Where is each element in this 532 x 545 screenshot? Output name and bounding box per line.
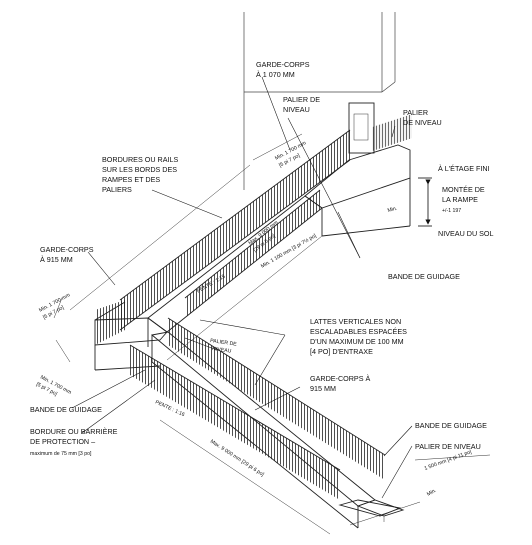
dimension-lines: [53, 133, 491, 535]
label-bordure-l3: maximum de 75 mm [3 po]: [30, 451, 92, 457]
labels: GARDE-CORPS À 1 070 MM PALIER DE NIVEAU …: [30, 60, 494, 457]
label-bande-guidage-bottom: BANDE DE GUIDAGE: [415, 421, 487, 430]
label-bordures-l1: BORDURES OU RAILS: [102, 155, 178, 164]
door: [348, 102, 375, 154]
guardrail-lower-ramp-left: [129, 344, 341, 500]
label-bordures-l4: PALIERS: [102, 185, 132, 194]
label-garde-corps-915-right-l2: 915 MM: [310, 384, 336, 393]
label-garde-corps-1070-l1: GARDE-CORPS: [256, 60, 310, 69]
dim-min-small-bottom: Min.: [426, 488, 437, 498]
label-bordures-l2: SUR LES BORDS DES: [102, 165, 177, 174]
label-lattes-l1: LATTES VERTICALES NON: [310, 317, 401, 326]
label-bande-guidage-right: BANDE DE GUIDAGE: [388, 272, 460, 281]
label-lattes-l2: ESCALADABLES ESPACÉES: [310, 327, 407, 336]
label-garde-corps-915-left-l2: À 915 MM: [40, 255, 73, 264]
label-garde-corps-915-right-l1: GARDE-CORPS À: [310, 374, 371, 383]
label-montee-l1: MONTÉE DE: [442, 185, 485, 194]
label-bordures-l3: RAMPES ET DES: [102, 175, 160, 184]
guardrail-upper-landing: [372, 114, 412, 152]
bottom-landing: [338, 499, 405, 522]
label-palier-right-l1: PALIER: [403, 108, 428, 117]
label-garde-corps-1070-l2: À 1 070 MM: [256, 70, 295, 79]
label-palier-right-l2: DE NIVEAU: [403, 118, 442, 127]
label-montee-l2: LA RAMPE: [442, 195, 478, 204]
leader-lines: [71, 76, 413, 499]
label-palier-bottom: PALIER DE NIVEAU: [415, 442, 481, 451]
building-wall: [243, 12, 396, 190]
label-palier-mid-l1: PALIER DE: [210, 338, 238, 348]
middle-landing: [94, 300, 168, 371]
guardrail-upper-ramp: [119, 129, 351, 331]
dim-1500: 1 500 mm [4 pi 11 po]: [424, 449, 473, 472]
label-lattes-l4: [4 PO] D'ENTRAXE: [310, 347, 373, 356]
label-niveau-sol: NIVEAU DU SOL: [438, 229, 494, 238]
label-bordure-l1: BORDURE OU BARRIÈRE: [30, 427, 118, 436]
label-bordure-l2: DE PROTECTION –: [30, 437, 95, 446]
label-palier-top-l2: NIVEAU: [283, 105, 310, 114]
label-garde-corps-915-left-l1: GARDE-CORPS: [40, 245, 94, 254]
level-indicator: [418, 177, 432, 227]
label-palier-mid-l2: NIVEAU: [212, 346, 232, 355]
guardrail-upper-ramp-inner: [184, 189, 321, 318]
label-lattes-l3: D'UN MAXIMUM DE 100 MM: [310, 337, 404, 346]
dim-min-small-right: Min.: [387, 206, 398, 214]
label-bande-guidage-left: BANDE DE GUIDAGE: [30, 405, 102, 414]
label-etage-fini: À L'ÉTAGE FINI: [438, 164, 490, 173]
label-montee-l3: +/-1 197: [442, 208, 461, 214]
label-palier-top-l1: PALIER DE: [283, 95, 320, 104]
